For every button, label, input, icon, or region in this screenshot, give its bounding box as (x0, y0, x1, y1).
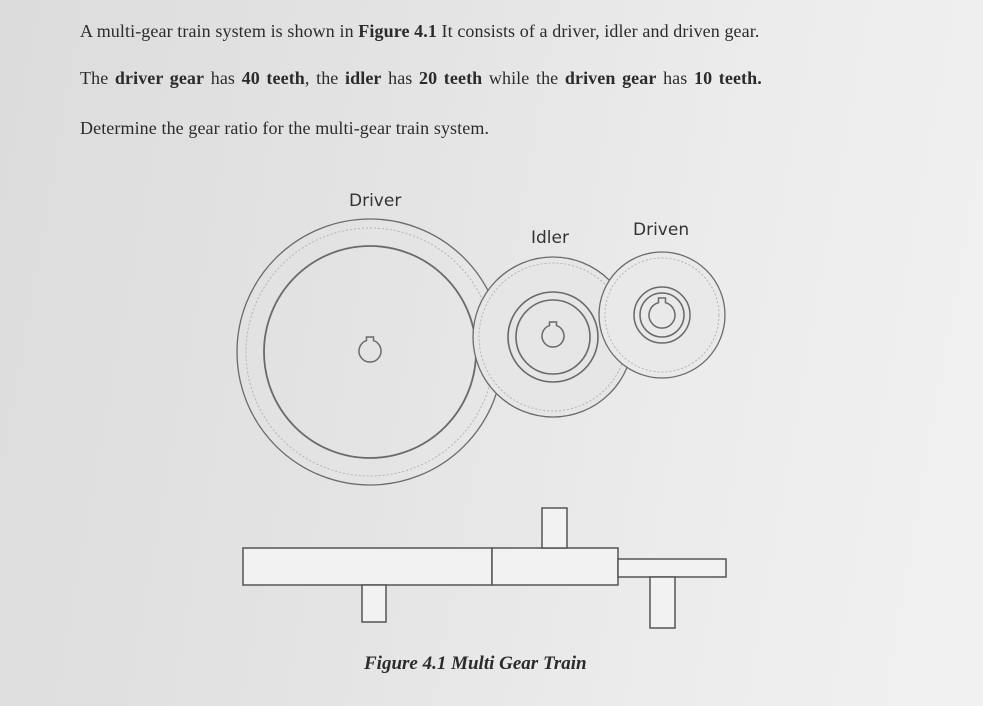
driven-outer-circle (598, 251, 726, 379)
bold-driven-gear: driven gear (564, 68, 657, 88)
figure-caption: Figure 4.1 Multi Gear Train (364, 653, 587, 675)
idler-label: Idler (531, 228, 569, 248)
paragraph-question: Determine the gear ratio for the multi-g… (80, 118, 490, 138)
side-view (242, 507, 727, 629)
driven-gear (598, 251, 726, 379)
text-run: , the (304, 68, 345, 88)
text-run: It consists of a driver, idler and drive… (436, 21, 760, 41)
bold-driver-gear: driver gear (114, 68, 205, 88)
driven-shaft (649, 576, 676, 629)
driver-shaft (361, 584, 387, 623)
text-run: while the (482, 68, 565, 88)
text-run: has (381, 68, 419, 88)
text-run: The (80, 68, 115, 88)
paragraph-teeth: The driver gear has 40 teeth, the idler … (80, 67, 762, 89)
driver-label: Driver (349, 191, 401, 211)
text-run: has (204, 68, 242, 88)
driver-outer-circle (236, 218, 504, 486)
driven-hub-inner (639, 292, 685, 338)
driven-bore-keyway (648, 297, 676, 329)
driven-pitch-circle (604, 257, 720, 373)
paragraph-intro: A multi-gear train system is shown in Fi… (80, 20, 759, 42)
text-run: has (656, 68, 694, 88)
idler-hub-outer (507, 291, 599, 383)
idler-hub-inner (515, 299, 591, 375)
driver-gear (236, 218, 504, 486)
text-run: A multi-gear train system is shown in (80, 21, 359, 41)
figure-reference: Figure 4.1 (358, 21, 437, 41)
bold-driven-teeth: 10 teeth (693, 68, 758, 88)
idler-shaft (541, 507, 568, 549)
driven-hub-outer (633, 286, 691, 344)
driven-label: Driven (633, 220, 689, 240)
driver-side-block (242, 547, 493, 586)
driven-side-block (617, 558, 727, 578)
figure-caption-text: Figure 4.1 Multi Gear Train (364, 653, 587, 674)
driver-bore-keyway (358, 336, 382, 363)
bold-idler-teeth: 20 teeth (419, 68, 483, 88)
idler-bore-keyway (541, 321, 565, 348)
idler-side-block (491, 547, 619, 586)
driver-hub-circle (263, 245, 477, 459)
bold-driver-teeth: 40 teeth (241, 68, 305, 88)
driver-pitch-circle (245, 227, 495, 477)
text-run: . (757, 68, 762, 88)
bold-idler: idler (345, 68, 382, 88)
